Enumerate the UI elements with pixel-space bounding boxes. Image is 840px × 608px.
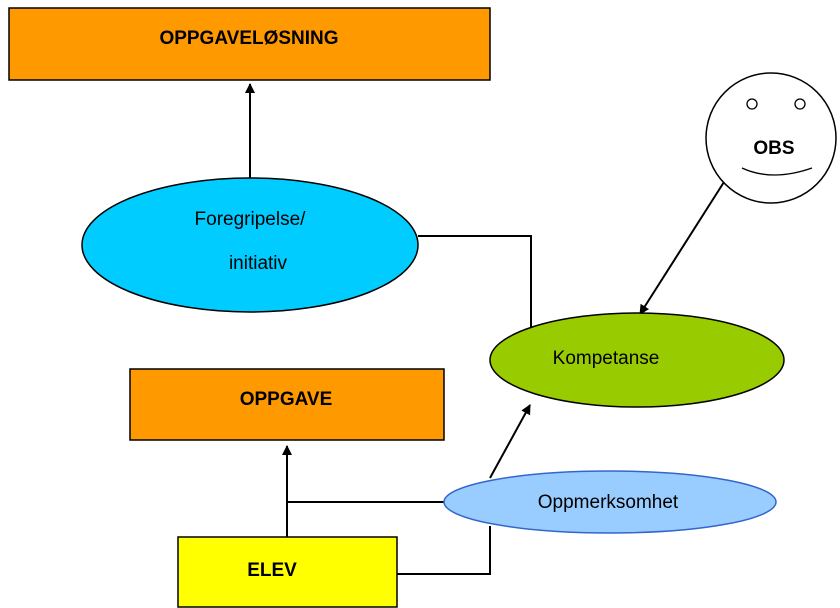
smiley-left-eye [746,98,758,110]
arrow-smiley-to-kompetanse [639,181,725,315]
node-elev-label: ELEV [247,560,297,581]
node-foregripelse-label-line2: initiativ [229,253,288,274]
arrow-oppmerksomhet-to-kompetanse [489,404,531,479]
node-foregripelse: Foregripelse/ initiativ [81,177,419,313]
node-elev: ELEV [177,536,398,608]
node-foregripelse-label-line1: Foregripelse/ [195,209,307,230]
smiley-label: OBS [753,138,794,159]
connectors [245,83,725,575]
node-oppmerksomhet-label: Oppmerksomhet [538,492,679,513]
node-oppmerksomhet: Oppmerksomhet [443,470,777,534]
smiley-right-eye [794,98,806,110]
smiley-mouth [741,167,813,176]
node-kompetanse-label: Kompetanse [553,348,660,369]
line-foregripelse-to-kompetanse [418,235,532,330]
node-oppgave-label: OPPGAVE [240,389,333,410]
node-kompetanse: Kompetanse [489,312,785,408]
node-oppgavelosning-label: OPPGAVELØSNING [159,28,338,49]
line-elev-to-oppmerksomhet-bottom [397,526,491,575]
node-oppgavelosning: OPPGAVELØSNING [8,7,491,81]
smiley-obs: OBS [705,72,837,204]
node-oppgave: OPPGAVE [129,368,445,441]
